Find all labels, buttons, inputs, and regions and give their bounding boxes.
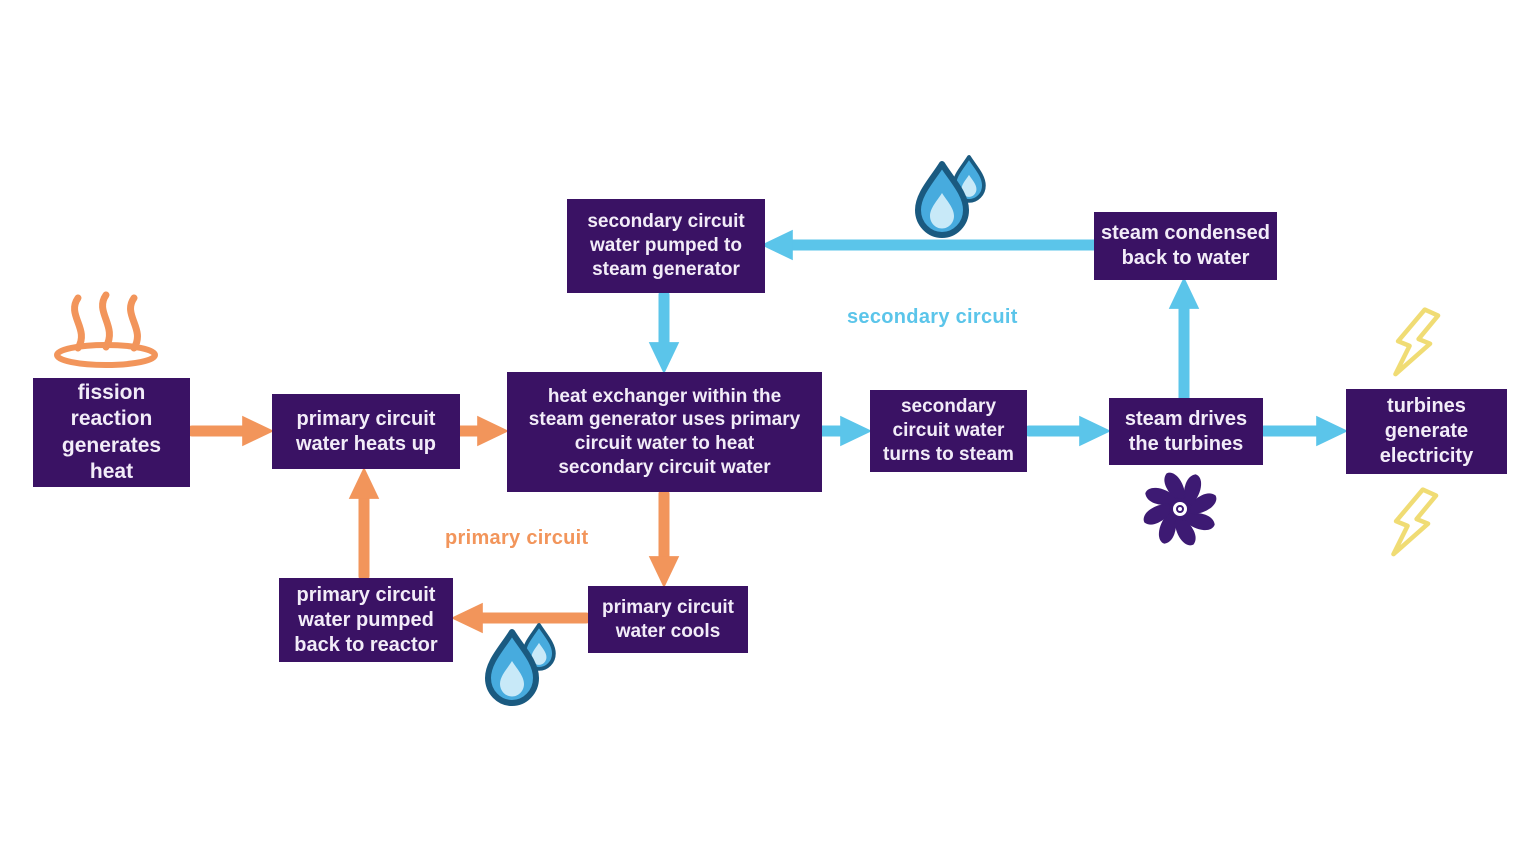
node-heat-exchanger: heat exchanger within the steam generato…	[507, 372, 822, 492]
node-secondary-water-turns-to-steam: secondary circuit water turns to steam	[870, 390, 1027, 472]
node-turbines-generate-electricity: turbines generate electricity	[1346, 389, 1507, 474]
lightning-bolt-icon-bottom	[1391, 487, 1436, 559]
node-steam-condensed: steam condensed back to water	[1094, 212, 1277, 280]
node-secondary-water-pumped: secondary circuit water pumped to steam …	[567, 199, 765, 293]
primary-circuit-label: primary circuit	[445, 527, 589, 549]
node-steam-drives-turbines: steam drives the turbines	[1109, 398, 1263, 465]
turbine-fan-icon	[1143, 472, 1217, 546]
secondary-circuit-label: secondary circuit	[847, 306, 1018, 328]
lightning-bolt-icon-top	[1393, 307, 1438, 379]
heat-steam-icon	[54, 291, 158, 368]
water-droplets-icon-top	[918, 157, 984, 235]
node-primary-water-pumped-back: primary circuit water pumped back to rea…	[279, 578, 453, 662]
node-primary-water-heats-up: primary circuit water heats up	[272, 394, 460, 469]
node-primary-water-cools: primary circuit water cools	[588, 586, 748, 653]
water-droplets-icon-bottom	[488, 625, 554, 703]
node-fission-reaction: fission reaction generates heat	[33, 378, 190, 487]
